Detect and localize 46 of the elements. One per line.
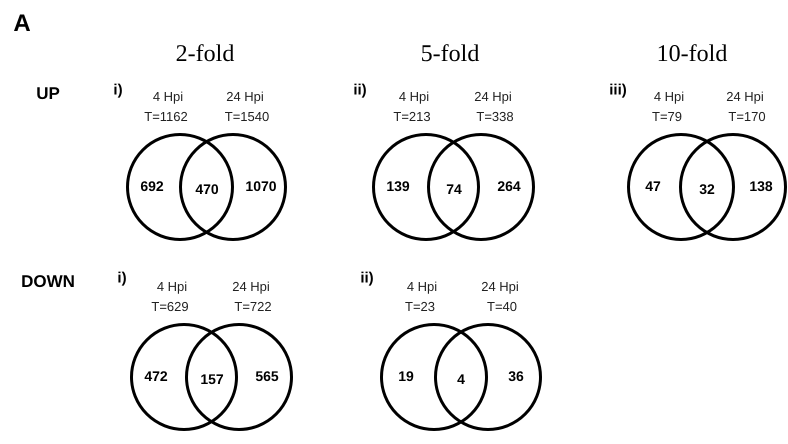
set-total: T=629 xyxy=(151,299,189,314)
set-count: 19 xyxy=(398,368,414,385)
set-total: T=40 xyxy=(487,299,517,314)
set-count: 1070 xyxy=(245,178,277,195)
panel-letter: A xyxy=(13,10,31,38)
set-count: 139 xyxy=(386,178,410,195)
row-heading: DOWN xyxy=(21,272,75,292)
set-total: T=79 xyxy=(652,109,682,124)
set-label: 24 Hpi xyxy=(226,89,264,104)
overlap-count: 157 xyxy=(200,370,224,388)
set-count: 565 xyxy=(255,368,279,385)
set-count: 138 xyxy=(749,178,773,195)
overlap-count: 74 xyxy=(446,180,462,198)
set-label: 4 Hpi xyxy=(398,89,430,104)
set-total: T=1540 xyxy=(224,109,270,124)
set-total: T=213 xyxy=(393,109,431,124)
column-heading: 5-fold xyxy=(420,41,480,69)
set-total: T=338 xyxy=(476,109,514,124)
set-total: T=170 xyxy=(728,109,766,124)
set-count: 472 xyxy=(144,368,168,385)
column-heading: 2-fold xyxy=(176,41,234,69)
overlap-count: 4 xyxy=(457,370,465,388)
overlap-count: 470 xyxy=(195,180,219,198)
panel-number: ii) xyxy=(360,269,374,287)
set-label: 24 Hpi xyxy=(481,279,519,294)
set-label: 24 Hpi xyxy=(232,279,270,294)
panel-number: iii) xyxy=(609,81,627,99)
set-total: T=23 xyxy=(405,299,435,314)
set-label: 4 Hpi xyxy=(152,89,184,104)
set-count: 36 xyxy=(508,368,524,385)
set-total: T=722 xyxy=(234,299,272,314)
set-label: 24 Hpi xyxy=(474,89,512,104)
set-count: 264 xyxy=(497,178,521,195)
set-count: 692 xyxy=(140,178,164,195)
panel-number: i) xyxy=(113,81,123,99)
panel-number: ii) xyxy=(353,81,367,99)
column-heading: 10-fold xyxy=(656,41,728,69)
set-label: 24 Hpi xyxy=(726,89,764,104)
panel-number: i) xyxy=(117,269,127,287)
set-label: 4 Hpi xyxy=(406,279,438,294)
set-label: 4 Hpi xyxy=(156,279,188,294)
set-count: 47 xyxy=(645,178,661,195)
overlap-count: 32 xyxy=(699,180,715,198)
set-total: T=1162 xyxy=(144,109,188,124)
set-label: 4 Hpi xyxy=(654,89,684,104)
row-heading: UP xyxy=(36,84,60,104)
